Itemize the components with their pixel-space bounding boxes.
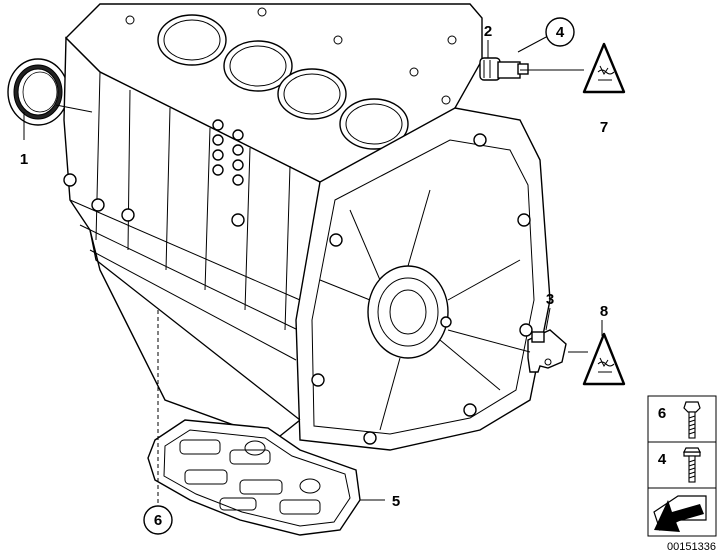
crankshaft-seal xyxy=(7,58,69,126)
callout-4: 4 xyxy=(556,24,565,41)
bolt-icon xyxy=(683,401,701,439)
callout-7: 7 xyxy=(600,119,608,136)
screw-icon xyxy=(683,447,701,483)
crank-position-sensor xyxy=(527,329,567,373)
callout-5: 5 xyxy=(392,493,400,510)
direction-arrow-icon xyxy=(653,495,707,532)
callout-4-circle xyxy=(545,17,575,47)
leader-lines xyxy=(23,35,603,505)
callout-2: 2 xyxy=(484,23,492,40)
hot-surface-warning-icon xyxy=(582,42,626,94)
drawing-number: 00151336 xyxy=(667,541,716,552)
gasket-plate xyxy=(147,419,361,536)
callout-1: 1 xyxy=(20,151,28,168)
callout-6-circle xyxy=(143,505,173,535)
callout-6: 6 xyxy=(154,512,162,529)
engine-block xyxy=(63,3,551,451)
block-bolt-column xyxy=(212,119,244,186)
hot-surface-warning-icon xyxy=(582,332,626,386)
callout-8: 8 xyxy=(600,303,608,320)
fastener-legend: 6 4 xyxy=(647,395,717,537)
callout-3: 3 xyxy=(546,291,554,308)
knock-sensor xyxy=(479,57,529,81)
legend-label-6: 6 xyxy=(658,405,666,422)
legend-label-4: 4 xyxy=(658,451,667,468)
